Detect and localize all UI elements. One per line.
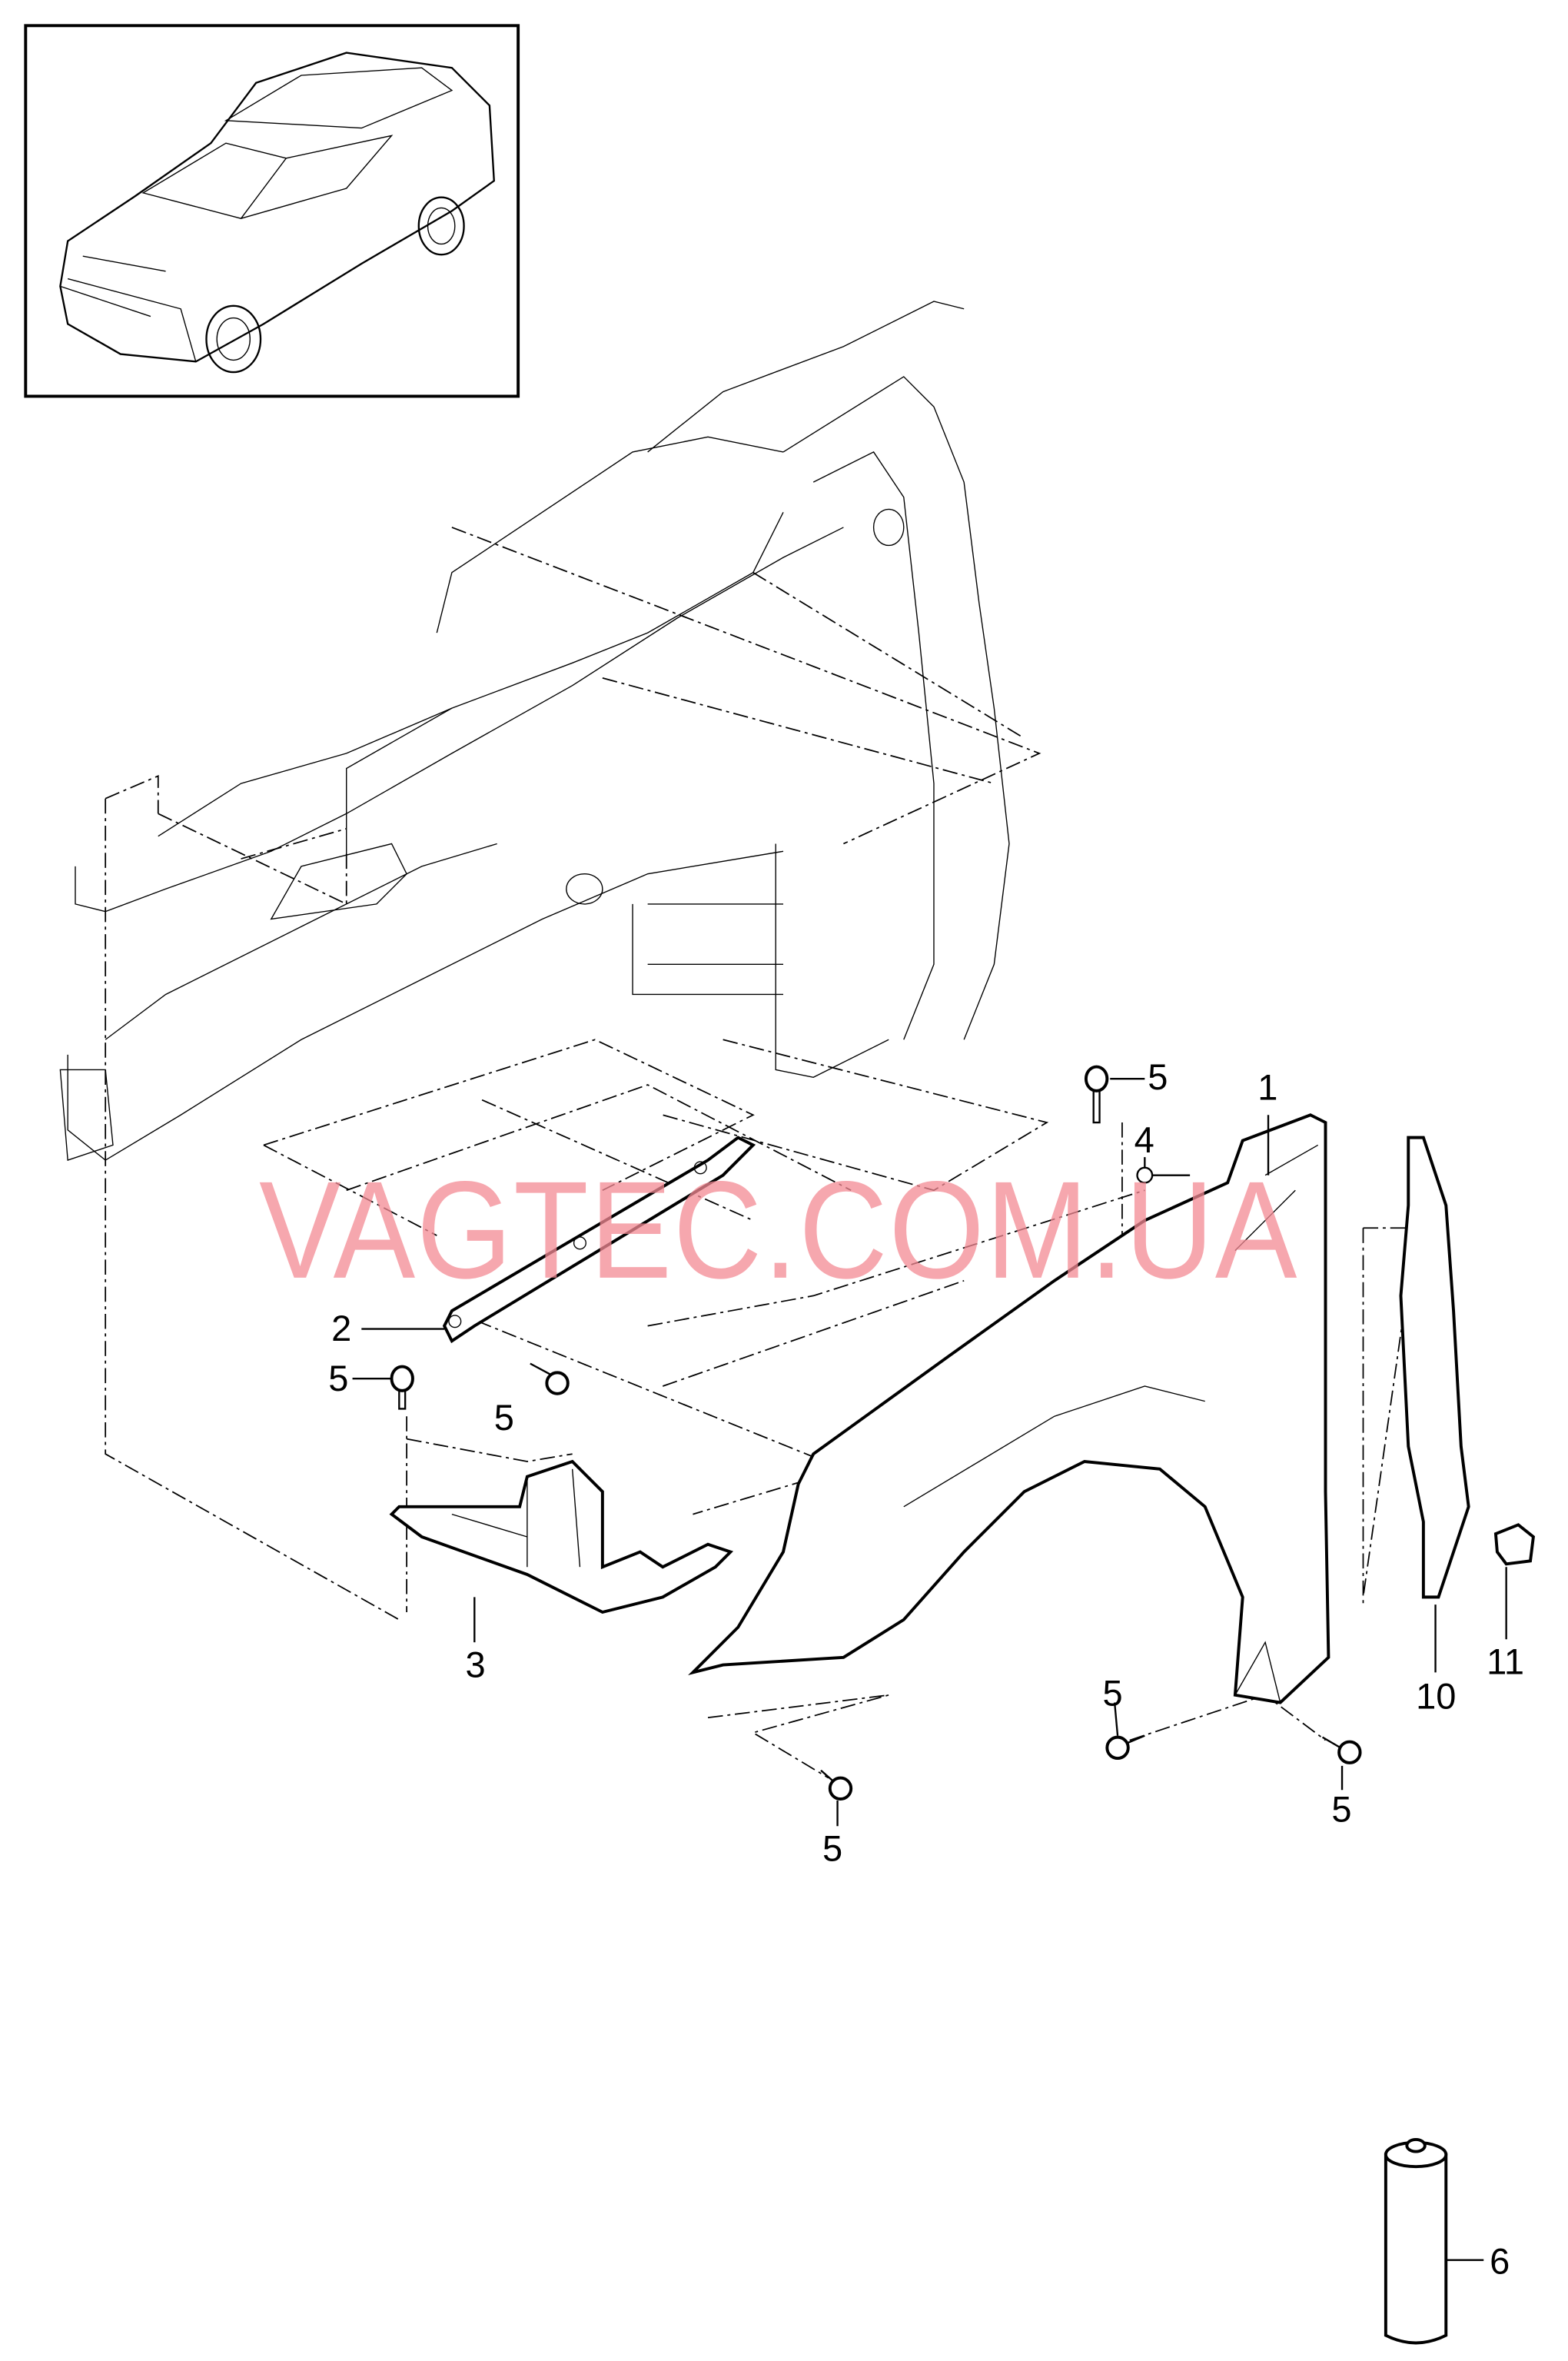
part-2-strip: [442, 1136, 756, 1344]
assembly-lines: [105, 527, 1417, 1779]
callout-5: 5: [494, 1397, 514, 1438]
part-1-fender: [688, 1113, 1330, 1704]
bolt-icon: [390, 1365, 414, 1410]
body-structure: [59, 301, 1010, 1161]
callout-11: 11: [1487, 1641, 1524, 1681]
vehicle-thumbnail: [24, 24, 520, 398]
callout-5: 5: [1331, 1788, 1351, 1829]
part-6-cartridge: [1384, 2137, 1448, 2345]
callout-2: 2: [331, 1308, 351, 1348]
part-3-bracket: [389, 1459, 734, 1614]
bolt-icon: [1084, 1065, 1109, 1124]
part-11-plug: [1493, 1523, 1536, 1566]
watermark: VAGTEC.COM.UA: [259, 1153, 1298, 1308]
callout-10: 10: [1416, 1675, 1456, 1716]
callout-5: 5: [1102, 1672, 1122, 1713]
callout-3: 3: [466, 1644, 486, 1684]
callout-6: 6: [1490, 2240, 1510, 2281]
callout-4: 4: [1134, 1119, 1154, 1160]
callout-5: 5: [1148, 1056, 1168, 1097]
bolts: [390, 1065, 1362, 1801]
bolt-icon: [820, 1769, 853, 1801]
callout-5: 5: [822, 1827, 842, 1868]
callout-1: 1: [1257, 1067, 1277, 1108]
part-10-seal: [1399, 1136, 1470, 1599]
bolt-icon: [530, 1362, 570, 1395]
bolt-icon: [1321, 1736, 1362, 1764]
bolt-icon: [1105, 1734, 1145, 1761]
callout-labels: 1 2 3 4 5 5 5 5 5 5 6 10 11: [328, 1056, 1524, 2281]
callout-5: 5: [328, 1358, 348, 1398]
leader-lines: [352, 1078, 1507, 2261]
